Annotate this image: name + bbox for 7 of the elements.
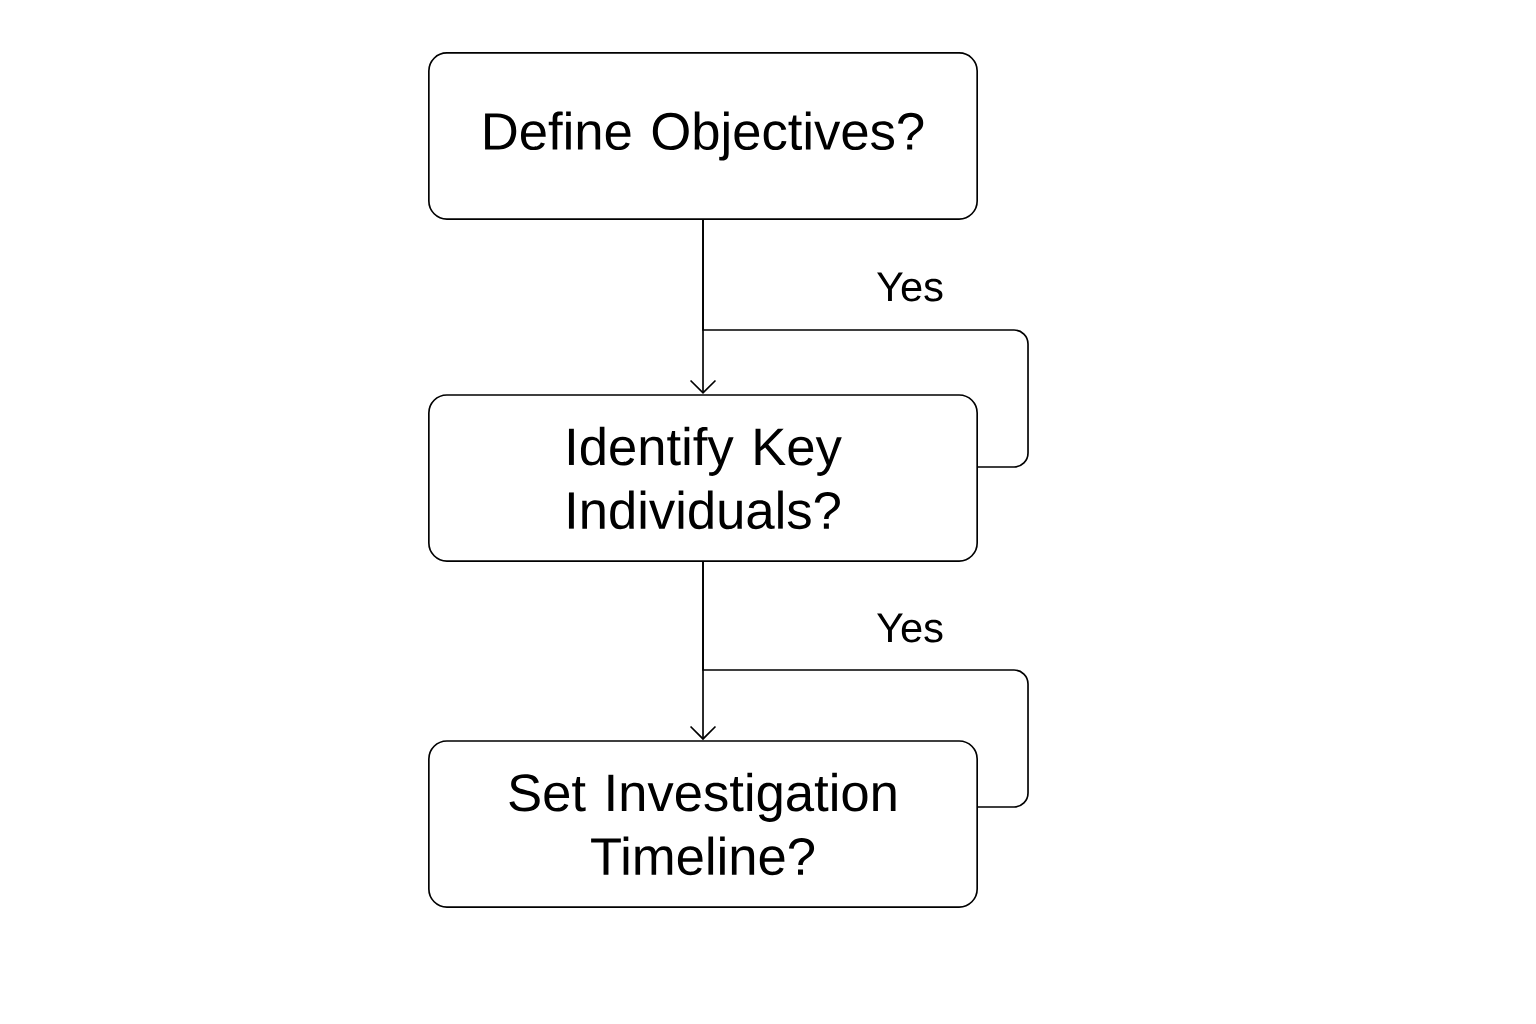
connector [702, 561, 1029, 808]
process-box: Set Investigation Timeline? [428, 740, 978, 908]
process-box: Define Objectives? [428, 52, 978, 220]
process-box: Identify Key Individuals? [428, 394, 978, 562]
connector [702, 219, 1029, 468]
edge-label: Yes [873, 269, 947, 305]
edge-label: Yes [873, 610, 947, 646]
